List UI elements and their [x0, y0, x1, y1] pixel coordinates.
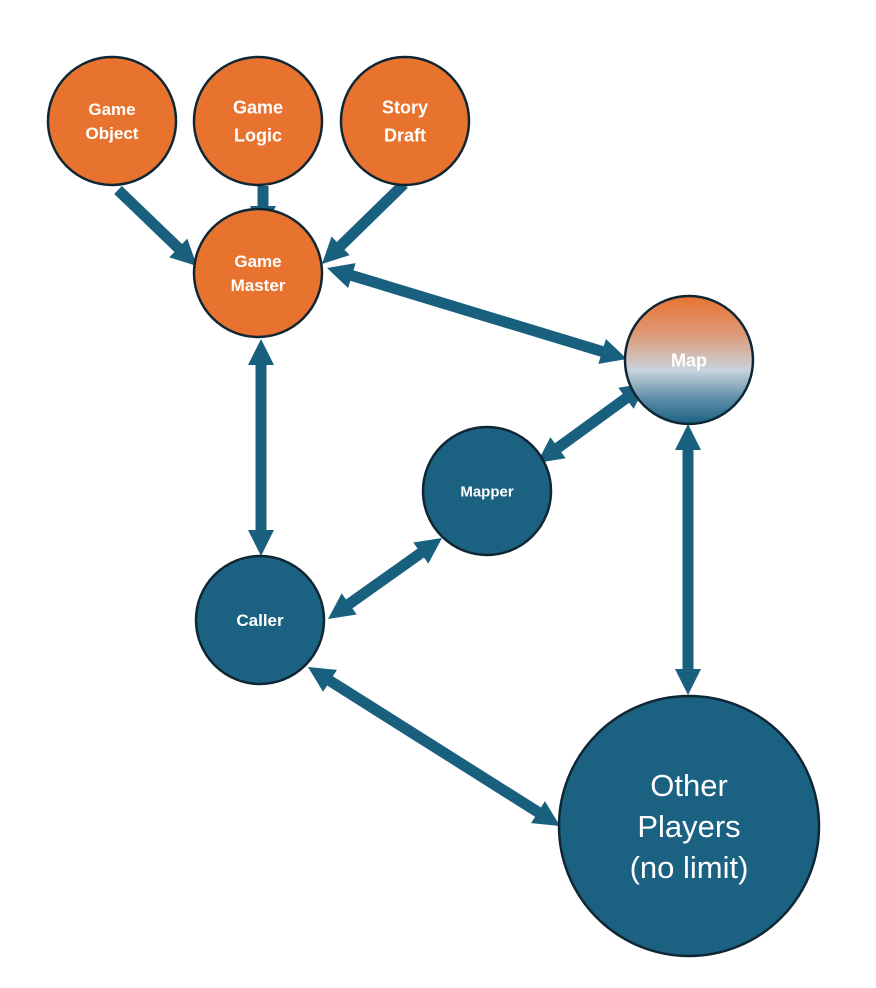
edge-line — [346, 269, 608, 358]
arrowhead-icon — [248, 530, 274, 556]
node-circle-mapper — [421, 425, 553, 557]
node-label-caller: Caller — [236, 611, 284, 630]
node-circle-story-draft — [339, 55, 471, 187]
edge-game-master-to-caller — [248, 339, 274, 556]
node-label-other-players: Other — [650, 768, 728, 803]
node-label-game-object: Game — [88, 100, 135, 119]
node-circle-caller — [194, 554, 326, 686]
edge-line — [333, 180, 408, 253]
arrowhead-icon — [537, 437, 566, 463]
arrowhead-icon — [598, 339, 627, 364]
arrowhead-icon — [308, 667, 337, 692]
edge-line — [323, 674, 545, 819]
arrowhead-icon — [531, 801, 560, 826]
arrowhead-icon — [327, 263, 356, 288]
arrowhead-icon — [322, 236, 350, 264]
arrowhead-icon — [248, 339, 274, 365]
node-label-mapper: Mapper — [460, 483, 514, 500]
arrowhead-icon — [328, 593, 357, 619]
node-circle-game-master — [192, 207, 324, 339]
arrowhead-icon — [675, 424, 701, 450]
edge-line — [551, 391, 633, 455]
node-map: Map — [623, 294, 755, 426]
edge-game-object-to-game-master — [114, 186, 197, 266]
node-circle-game-logic — [192, 55, 324, 187]
arrowhead-icon — [413, 538, 442, 564]
node-label-game-logic: Logic — [234, 125, 282, 145]
node-caller: Caller — [194, 554, 326, 686]
node-label-story-draft: Story — [382, 97, 428, 117]
node-label-other-players: (no limit) — [630, 850, 749, 885]
edge-mapper-to-map — [537, 383, 647, 463]
edge-line — [342, 546, 428, 611]
edge-line — [114, 186, 185, 255]
edge-story-draft-to-game-master — [322, 180, 408, 264]
node-label-game-logic: Game — [233, 97, 283, 117]
node-circle-game-object — [46, 55, 178, 187]
node-label-story-draft: Draft — [384, 125, 426, 145]
arrowhead-icon — [169, 238, 197, 266]
node-mapper: Mapper — [421, 425, 553, 557]
node-label-game-master: Master — [231, 276, 286, 295]
node-label-game-object: Object — [86, 124, 139, 143]
arrowhead-icon — [675, 669, 701, 695]
node-label-game-master: Game — [234, 252, 281, 271]
edge-caller-to-mapper — [328, 538, 442, 619]
edge-map-to-other-players — [675, 424, 701, 695]
nodes-layer: GameObjectGameLogicStoryDraftGameMasterM… — [46, 55, 821, 958]
edges-layer — [114, 180, 701, 826]
node-label-other-players: Players — [637, 809, 740, 844]
node-label-map: Map — [671, 350, 707, 370]
node-circle-other-players — [557, 694, 821, 958]
edge-game-master-to-map — [327, 263, 627, 364]
node-circle-map — [623, 294, 755, 426]
edge-caller-to-other-players — [308, 667, 560, 826]
